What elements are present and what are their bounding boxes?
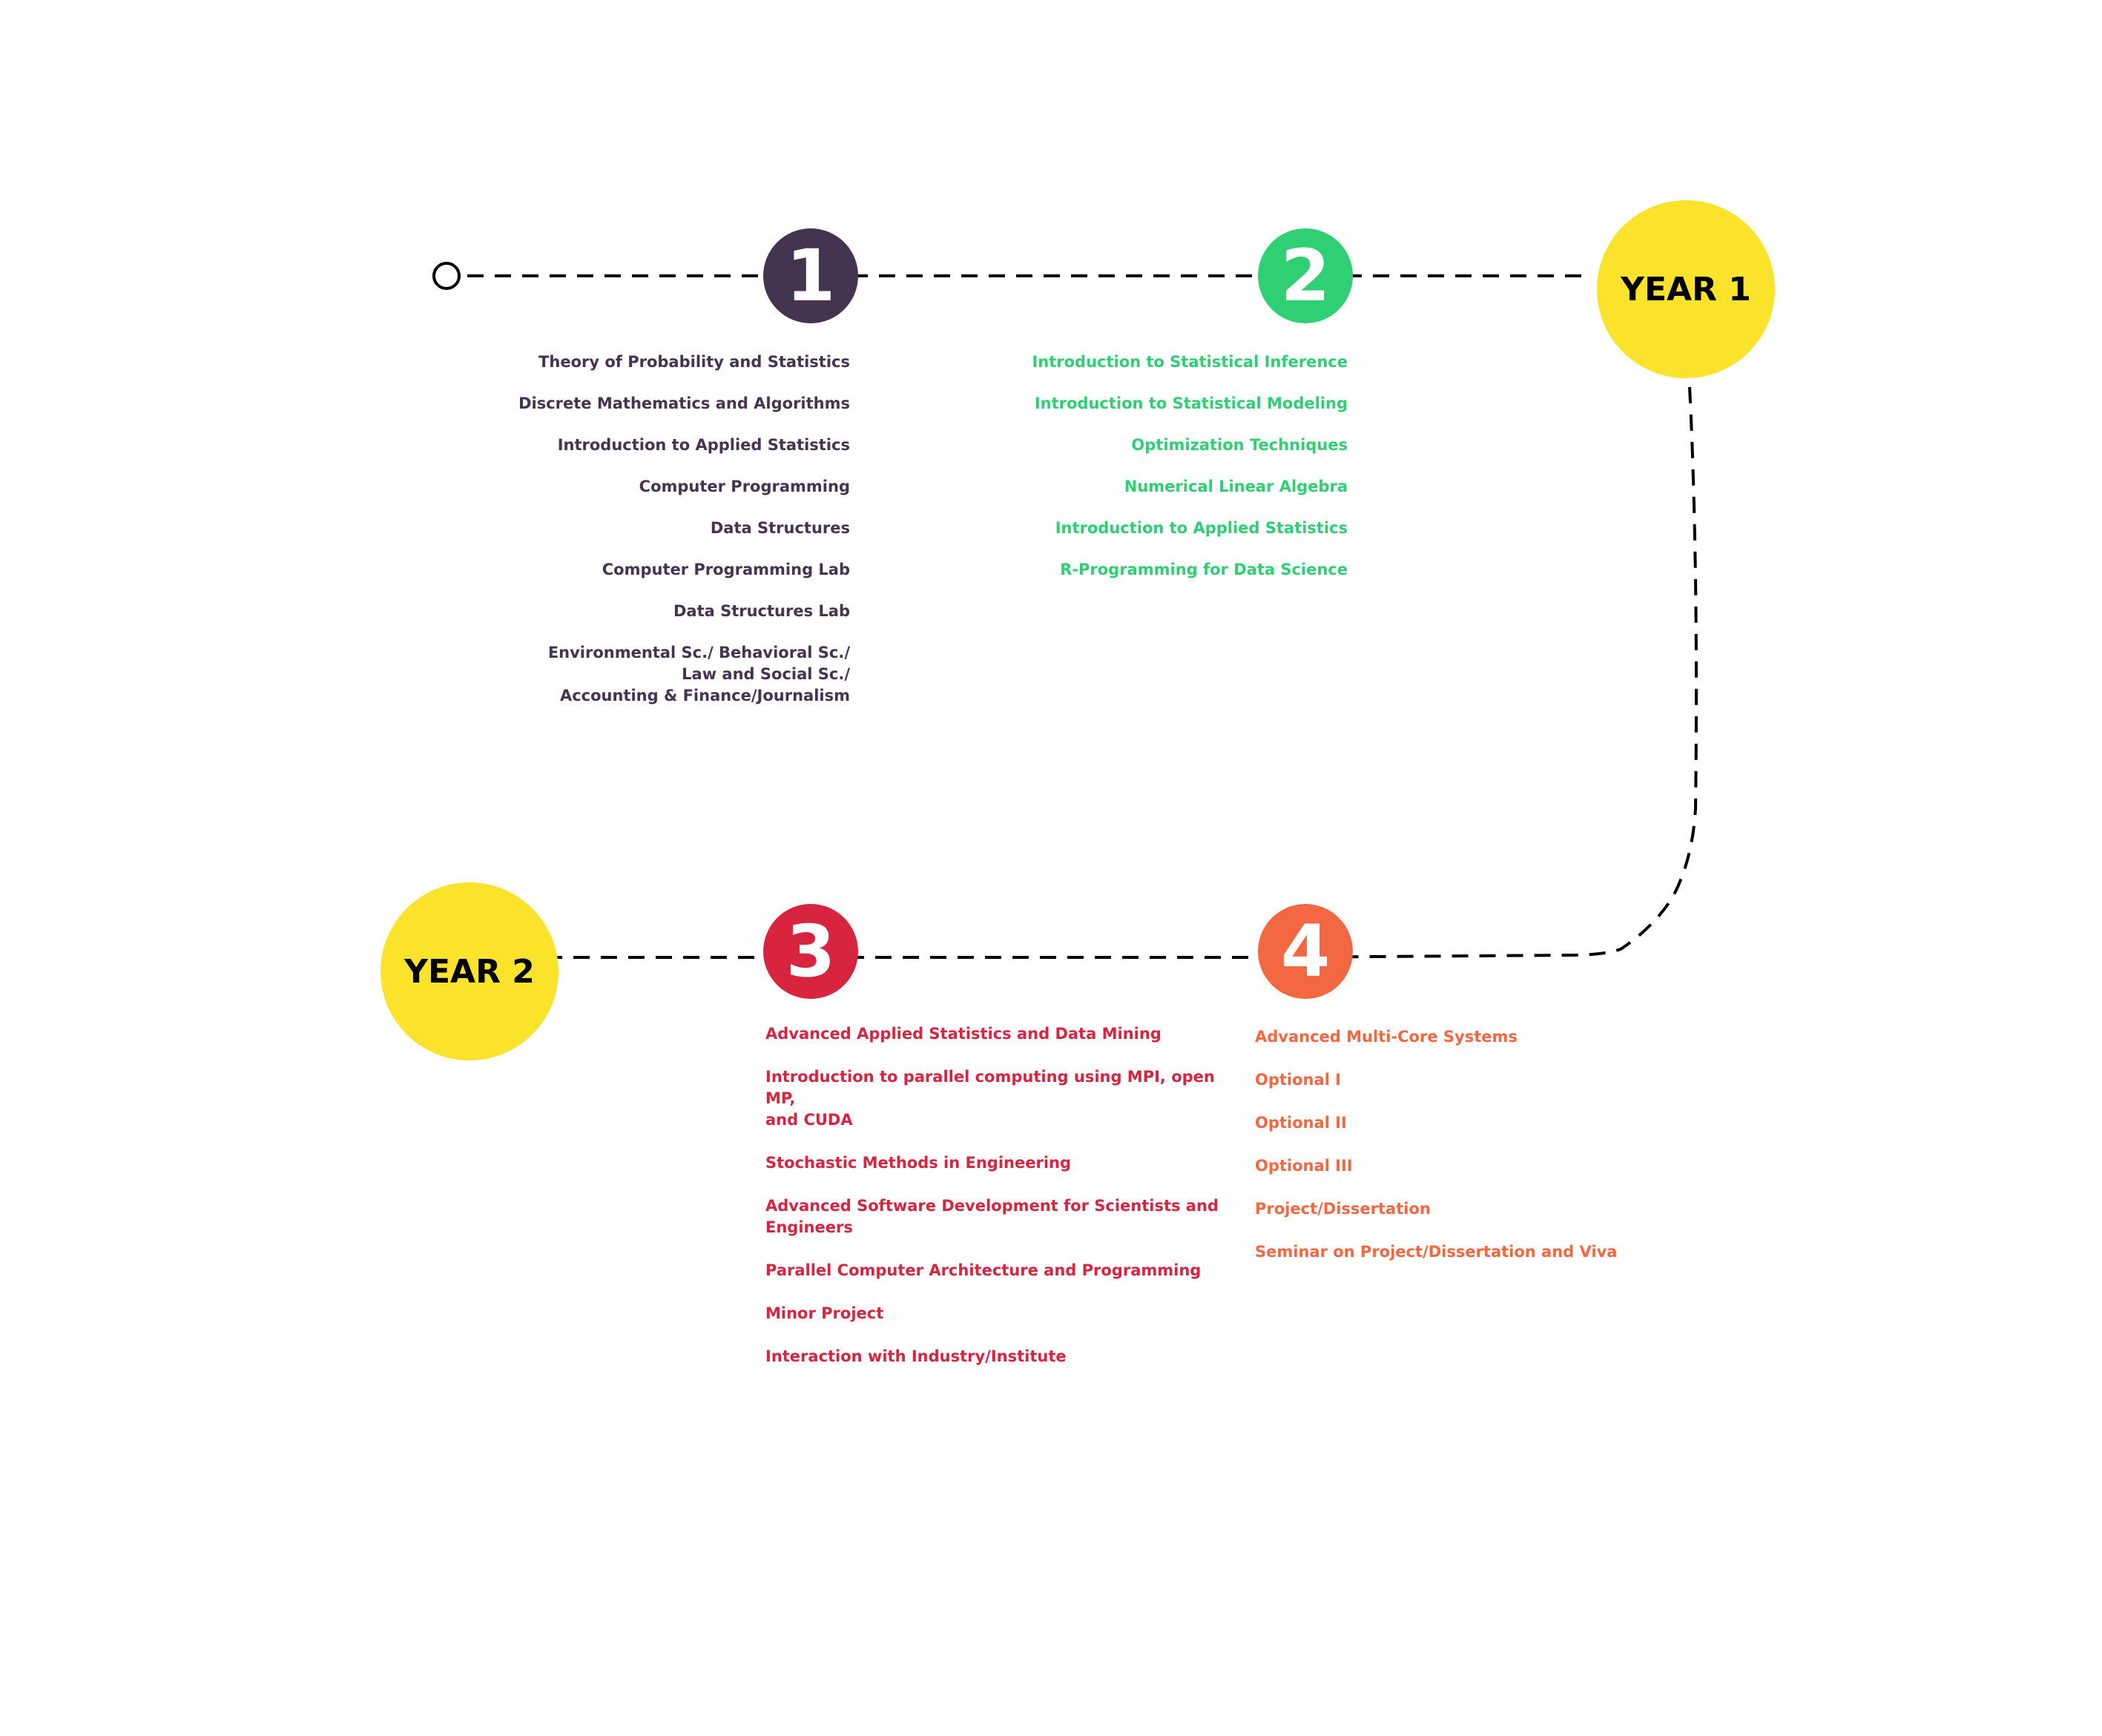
course-item: Minor Project [765,1304,884,1322]
course-item: Computer Programming Lab [602,561,850,578]
course-item: Computer Programming [639,478,850,495]
course-item: Introduction to Applied Statistics [557,436,850,454]
roadmap-path-turn [1275,386,1698,959]
semester-1-circle [763,228,858,323]
year-2-circle [380,882,559,1060]
course-item: Data Structures [710,519,850,537]
course-item: Project/Dissertation [1255,1200,1431,1218]
semester-4-course-list: Advanced Multi-Core Systems Optional I O… [1255,1026,1617,1284]
course-item: Optional III [1255,1157,1353,1175]
course-item: Stochastic Methods in Engineering [765,1154,1072,1172]
course-item: Introduction to Applied Statistics [1055,519,1348,537]
year-1-circle [1597,200,1775,378]
course-item: Optional I [1255,1071,1341,1089]
semester-4-circle [1258,904,1353,999]
year-1-label: YEAR 1 [1620,271,1751,308]
semester-4-marker: 4 [1258,904,1353,999]
semester-1-course-list: Theory of Probability and Statistics Dis… [518,352,850,727]
course-item: Environmental Sc./ Behavioral Sc./ Law a… [547,644,850,704]
course-item: Discrete Mathematics and Algorithms [518,395,850,412]
semester-1-number: 1 [786,234,836,317]
semester-3-number: 3 [786,910,836,993]
semester-2-marker: 2 [1258,228,1353,323]
course-item: Numerical Linear Algebra [1124,478,1348,495]
year-2-label: YEAR 2 [403,953,535,991]
course-item: Seminar on Project/Dissertation and Viva [1255,1243,1618,1261]
course-item: Advanced Software Development for Scient… [765,1197,1219,1236]
semester-1-marker: 1 [763,228,858,323]
course-item: R-Programming for Data Science [1060,561,1348,578]
course-item: Parallel Computer Architecture and Progr… [765,1261,1202,1279]
course-item: Optional II [1255,1114,1347,1132]
semester-3-circle [763,904,858,999]
course-item: Optimization Techniques [1131,436,1348,454]
semester-4-number: 4 [1281,910,1331,993]
semester-3-course-list: Advanced Applied Statistics and Data Min… [765,1023,1240,1389]
semester-2-number: 2 [1281,234,1331,317]
semester-3-marker: 3 [763,904,858,999]
start-marker [432,262,461,290]
course-item: Interaction with Industry/Institute [765,1347,1067,1365]
course-item: Theory of Probability and Statistics [538,353,850,371]
course-item: Introduction to parallel computing using… [765,1068,1215,1129]
course-item: Advanced Multi-Core Systems [1255,1028,1518,1046]
course-item: Advanced Applied Statistics and Data Min… [765,1025,1162,1043]
semester-2-circle [1258,228,1353,323]
year-2-marker: YEAR 2 [380,882,559,1060]
course-item: Data Structures Lab [673,602,850,620]
course-item: Introduction to Statistical Inference [1032,353,1348,371]
semester-2-course-list: Introduction to Statistical Inference In… [1032,352,1348,601]
course-item: Introduction to Statistical Modeling [1034,395,1348,412]
year-1-marker: YEAR 1 [1597,200,1775,378]
